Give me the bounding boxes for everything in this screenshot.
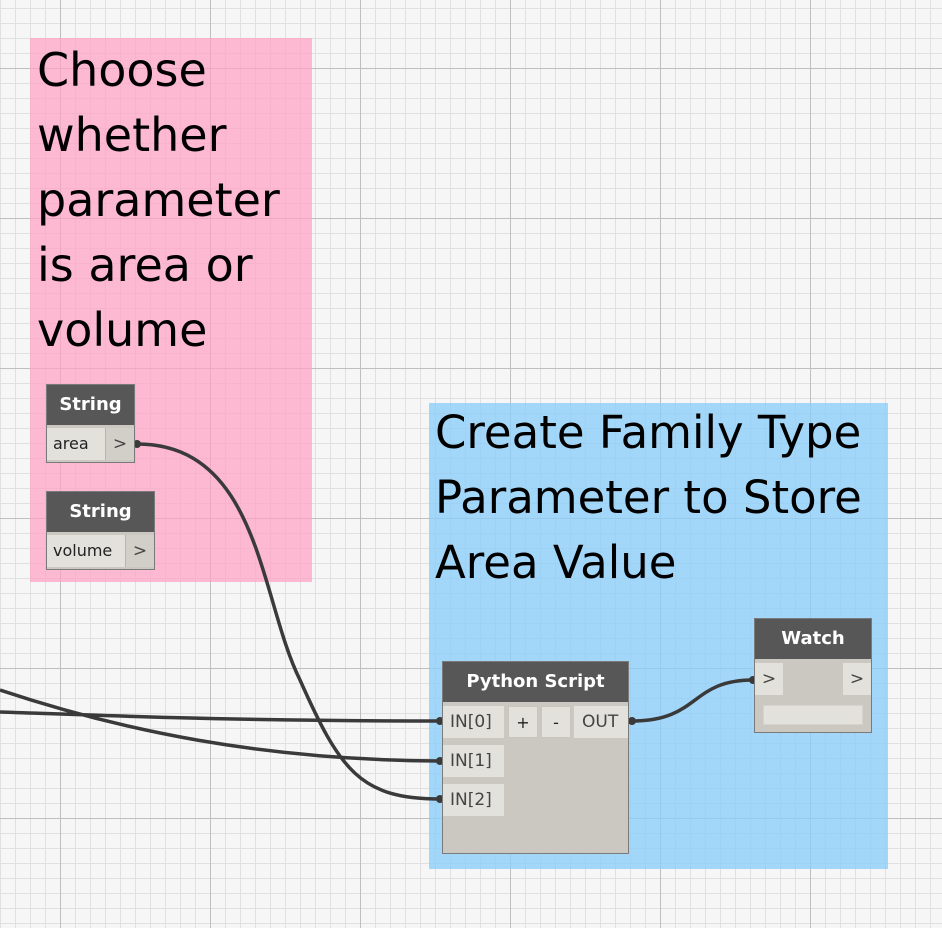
- output-port-out[interactable]: OUT: [574, 706, 628, 738]
- add-input-button[interactable]: +: [508, 706, 538, 738]
- input-port-in2[interactable]: IN[2]: [443, 784, 504, 816]
- output-port[interactable]: >: [843, 663, 871, 695]
- input-port-in0[interactable]: IN[0]: [443, 706, 504, 738]
- node-header: Python Script: [443, 662, 628, 702]
- watch-display: [763, 705, 863, 725]
- output-port[interactable]: >: [126, 535, 154, 567]
- string-value-input[interactable]: volume: [47, 535, 126, 567]
- watch-node[interactable]: Watch > >: [754, 618, 872, 733]
- string-value-input[interactable]: area: [47, 428, 106, 460]
- remove-input-button[interactable]: -: [541, 706, 571, 738]
- input-port[interactable]: >: [755, 663, 783, 695]
- output-port[interactable]: >: [106, 428, 134, 460]
- python-script-node[interactable]: Python Script IN[0] IN[1] IN[2] + - OUT: [442, 661, 629, 854]
- string-node-volume[interactable]: String volume >: [46, 491, 155, 570]
- wire-offscreen-to-in0[interactable]: [0, 710, 441, 723]
- node-header: String: [47, 385, 134, 425]
- node-header: Watch: [755, 619, 871, 659]
- group-title-choose-parameter: Choose whether parameter is area or volu…: [37, 43, 280, 357]
- wire-offscreen-to-in1[interactable]: [0, 688, 441, 763]
- group-title-create-family-type: Create Family Type Parameter to Store Ar…: [435, 406, 862, 589]
- string-node-area[interactable]: String area >: [46, 384, 135, 463]
- input-port-in1[interactable]: IN[1]: [443, 745, 504, 777]
- node-header: String: [47, 492, 154, 532]
